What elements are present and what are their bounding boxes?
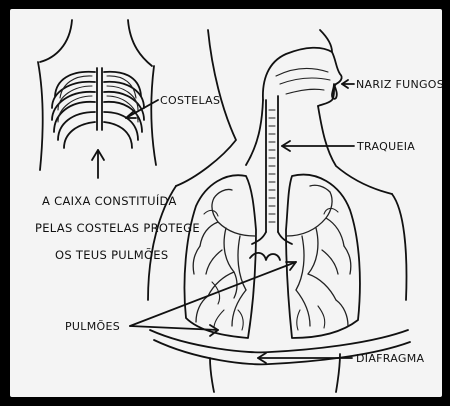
caption-arrow — [92, 150, 104, 178]
caption-line-1: A CAIXA CONSTITUÍDA — [42, 193, 177, 208]
rib-cage — [52, 68, 144, 148]
right-lung — [286, 175, 360, 338]
diagram-canvas: COSTELAS NARIZ FUNGOSO TRAQUEIA PULMÕES … — [10, 9, 442, 397]
label-costelas: COSTELAS — [160, 94, 220, 107]
heart-outline — [250, 253, 280, 260]
caption-line-2: PELAS COSTELAS PROTEGE — [35, 221, 200, 235]
respiratory-diagram: COSTELAS NARIZ FUNGOSO TRAQUEIA PULMÕES … — [10, 9, 442, 397]
label-pulmoes: PULMÕES — [65, 320, 120, 333]
label-nariz-fungoso: NARIZ FUNGOSO — [356, 78, 442, 91]
nariz-arrow — [342, 80, 354, 88]
pulmoes-arrows — [130, 262, 296, 336]
label-diafragma: DIAFRAGMA — [356, 352, 425, 365]
left-lung — [184, 175, 256, 338]
trachea — [266, 96, 278, 232]
traqueia-arrow — [282, 141, 354, 151]
label-traqueia: TRAQUEIA — [356, 140, 415, 153]
caption-line-3: OS TEUS PULMÕES — [55, 247, 168, 262]
trachea-rings — [269, 110, 275, 222]
